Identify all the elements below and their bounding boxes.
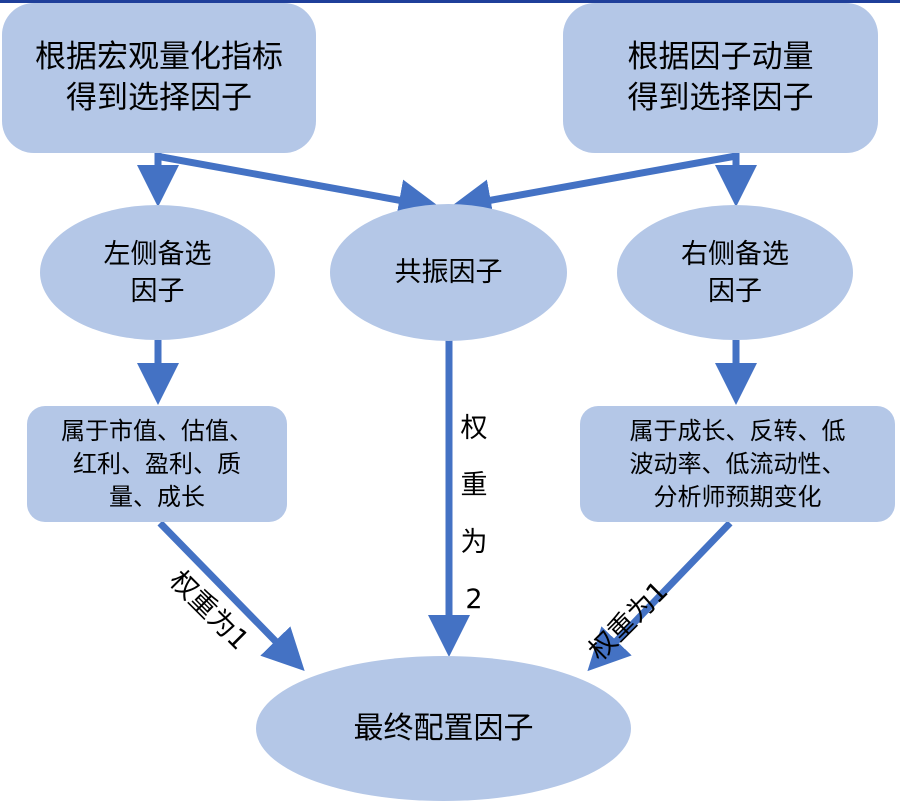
center-weight-char-4: 2 — [465, 584, 483, 615]
center-weight-char-3: 为 — [460, 527, 488, 558]
left-categories-line1: 属于市值、估值、 — [61, 416, 253, 445]
left-categories-box: 属于市值、估值、 红利、盈利、质 量、成长 — [27, 406, 287, 522]
momentum-source-line1: 根据因子动量 — [627, 39, 814, 75]
resonance-label: 共振因子 — [394, 257, 503, 288]
right-candidates-line2: 因子 — [708, 275, 762, 307]
macro-source-line2: 得到选择因子 — [66, 80, 252, 116]
left-categories-line3: 量、成长 — [109, 482, 205, 511]
momentum-source-line2: 得到选择因子 — [627, 80, 814, 116]
left-candidates-line2: 因子 — [130, 275, 185, 307]
arrow-left-categories-to-final — [157, 520, 305, 672]
center-weight-char-1: 权 — [460, 413, 488, 444]
final-label: 最终配置因子 — [353, 711, 534, 746]
right-categories-box: 属于成长、反转、低 波动率、低流动性、 分析师预期变化 — [580, 406, 895, 522]
left-candidates-ellipse: 左侧备选 因子 — [40, 205, 275, 340]
right-categories-line3: 分析师预期变化 — [653, 482, 822, 511]
macro-source-box: 根据宏观量化指标 得到选择因子 — [2, 3, 316, 153]
center-weight-char-2: 重 — [460, 470, 488, 501]
arrow-macro-to-resonance — [155, 152, 441, 221]
center-weight-label: 权 重 为 2 — [454, 400, 494, 628]
final-ellipse: 最终配置因子 — [256, 656, 631, 801]
right-candidates-line1: 右侧备选 — [681, 238, 789, 270]
right-candidates-ellipse: 右侧备选 因子 — [617, 205, 853, 340]
right-categories-line1: 属于成长、反转、低 — [629, 416, 846, 445]
arrow-momentum-to-resonance — [449, 152, 737, 221]
macro-source-line1: 根据宏观量化指标 — [35, 39, 283, 75]
left-categories-line2: 红利、盈利、质 — [73, 449, 241, 478]
top-border — [0, 0, 900, 3]
momentum-source-box: 根据因子动量 得到选择因子 — [563, 3, 878, 153]
left-candidates-line1: 左侧备选 — [103, 238, 212, 270]
resonance-ellipse: 共振因子 — [330, 204, 567, 341]
right-categories-line2: 波动率、低流动性、 — [629, 449, 846, 478]
arrow-right-categories-to-final — [587, 520, 733, 672]
